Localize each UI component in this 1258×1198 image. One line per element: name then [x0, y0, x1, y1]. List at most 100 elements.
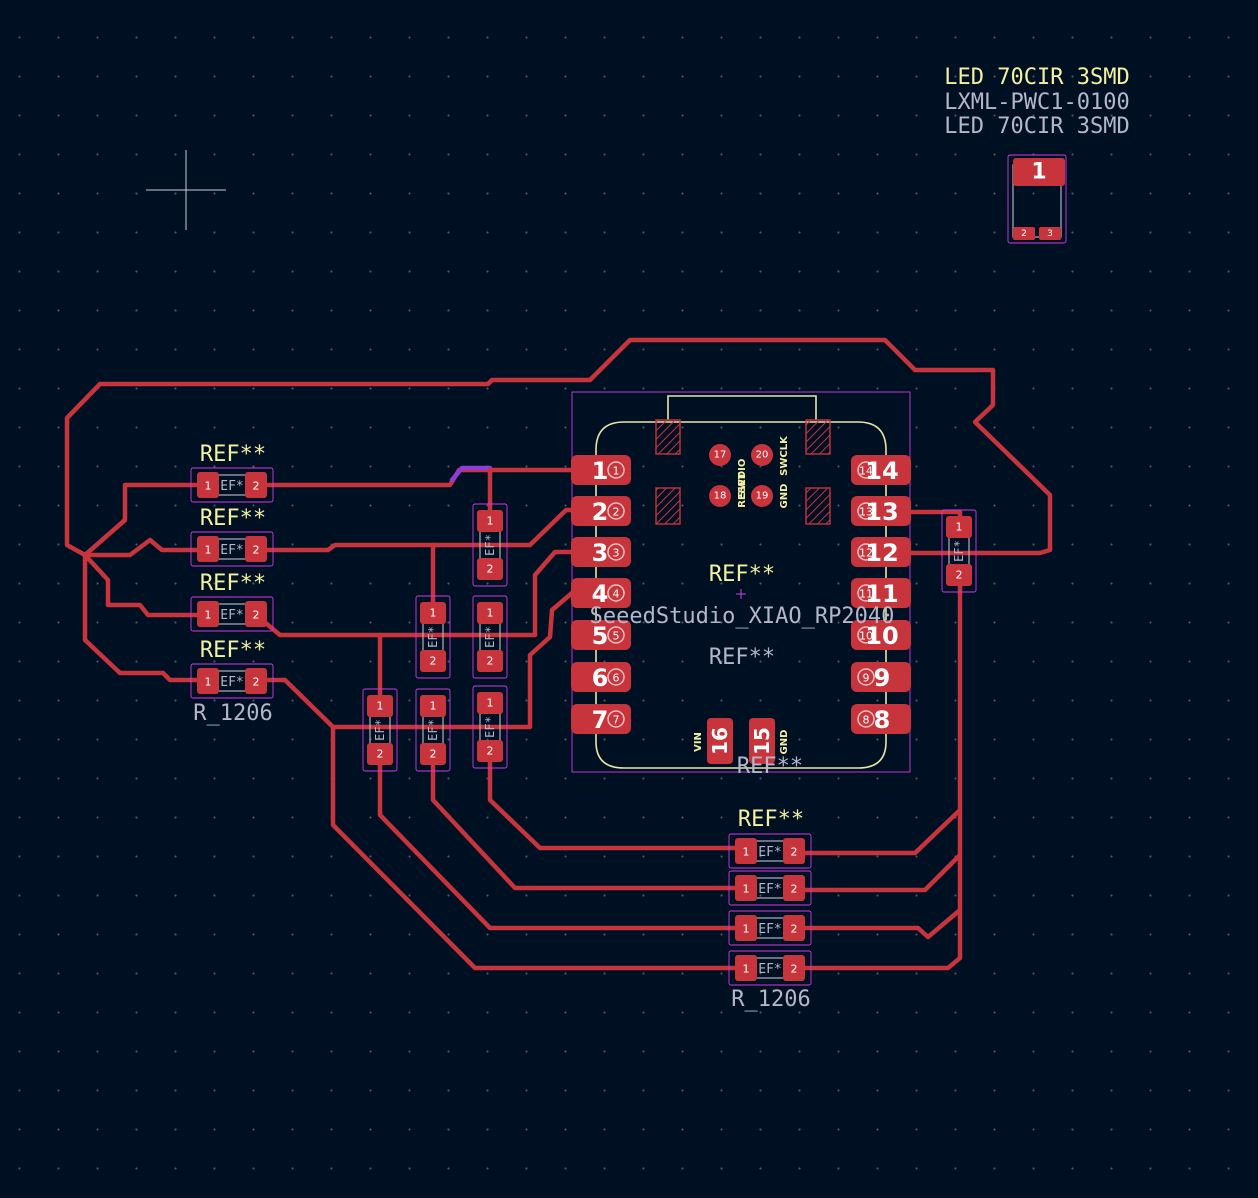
trace-bottom-4[interactable] — [330, 724, 748, 971]
xiao-pin-4-hole-label: 4 — [613, 588, 620, 601]
left-resistor-2-pad-1[interactable] — [197, 536, 219, 562]
xiao-pin-8-hole — [857, 710, 875, 728]
bottom-resistor-1-pad-1[interactable] — [735, 838, 757, 864]
mid-resistor-1-pad-1-label: 1 — [487, 515, 494, 528]
bottom-resistor-2-pad-1[interactable] — [735, 875, 757, 901]
bottom-resistor-4-pad-1[interactable] — [735, 955, 757, 981]
bottom-resistor-3-pad-1-label: 1 — [743, 923, 750, 936]
swd-pads[interactable]: 17 20 18 19 SWDIO SWCLK RESET GND — [709, 435, 790, 509]
left-resistor-3-pad-2[interactable] — [245, 601, 267, 627]
trace-r4-pin4[interactable] — [253, 590, 603, 730]
xiao-pin-16[interactable] — [707, 718, 733, 764]
mid-resistor-6-pad-2[interactable] — [367, 743, 393, 765]
right-resistor-1-pad-2[interactable] — [946, 564, 972, 586]
left-resistor-2-pad-2[interactable] — [245, 536, 267, 562]
trace-fan-2[interactable] — [82, 537, 210, 558]
trace-right-1[interactable] — [792, 807, 963, 856]
bottom-resistor-3-overlay-ref: EF* — [758, 922, 781, 937]
mid-resistor-3-pad-1[interactable] — [420, 602, 446, 624]
led-pad-2[interactable] — [1013, 227, 1035, 240]
bottom-resistor-2-pad-2[interactable] — [783, 875, 805, 901]
xiao-pin-6-hole — [607, 668, 625, 686]
left-resistor-1-pad-2-label: 2 — [253, 480, 260, 493]
mid-resistor-1-pad-1[interactable] — [477, 510, 503, 532]
mid-resistor-5-pad-2[interactable] — [420, 743, 446, 765]
led-footprint[interactable]: LED 70CIR 3SMD LXML-PWC1-0100 LED 70CIR … — [944, 65, 1130, 244]
bottom-resistor-3-pad-1[interactable] — [735, 915, 757, 941]
trace-bottom-2[interactable] — [430, 752, 748, 891]
bottom-resistor-1-pad-2[interactable] — [783, 838, 805, 864]
trace-right-3[interactable] — [792, 907, 963, 940]
trace-selected-segment[interactable] — [449, 465, 493, 483]
copper-traces[interactable] — [64, 337, 1053, 971]
left-resistor-4-pad-1[interactable] — [197, 668, 219, 694]
mid-resistor-4-pad-1[interactable] — [477, 692, 503, 714]
left-resistor-1-pad-1[interactable] — [197, 472, 219, 498]
mid-resistor-2-pad-2-label: 2 — [487, 655, 494, 668]
trace-right-4[interactable] — [792, 577, 963, 971]
xiao-pin-5-label: 5 — [592, 622, 609, 650]
bottom-resistor-1[interactable]: 1 2 EF* — [728, 833, 812, 869]
trace-r2-pin2[interactable] — [253, 507, 603, 553]
bottom-resistor-3-pad-2[interactable] — [783, 915, 805, 941]
trace-fan-4[interactable] — [82, 552, 210, 683]
right-resistor-1-pad-1[interactable] — [946, 516, 972, 538]
trace-fan-1[interactable] — [82, 482, 210, 558]
trace-r3-pin3[interactable] — [253, 549, 603, 638]
mid-resistor-2-pad-1[interactable] — [477, 602, 503, 624]
left-resistor-value: R_1206 — [193, 701, 272, 726]
xiao-pin-10-hole-label: 10 — [859, 630, 873, 643]
left-resistor-3-pad-1[interactable] — [197, 601, 219, 627]
mid-resistor-3-pad-2[interactable] — [420, 650, 446, 672]
bottom-resistor-1-pad-1-label: 1 — [743, 846, 750, 859]
xiao-pin-15[interactable] — [749, 718, 775, 764]
left-resistor-3-overlay-ref: EF* — [220, 608, 243, 623]
trace-bottom-1[interactable] — [487, 752, 748, 851]
left-resistor-4-pad-2[interactable] — [245, 668, 267, 694]
led-pad-1[interactable] — [1013, 158, 1065, 186]
left-resistor-2-reference: REF** — [200, 506, 266, 531]
trace-bottom-3[interactable] — [377, 752, 748, 931]
trace-fan-3[interactable] — [82, 552, 210, 618]
trace-right-2[interactable] — [792, 852, 963, 893]
bottom-resistor-1-pad-2-label: 2 — [791, 846, 798, 859]
bottom-resistor-4-pad-2[interactable] — [783, 955, 805, 981]
left-resistor-1-pad-2[interactable] — [245, 472, 267, 498]
mid-resistor-2-pad-2[interactable] — [477, 650, 503, 672]
xiao-reference: REF** — [709, 562, 775, 587]
left-resistor-1-reference: REF** — [200, 442, 266, 467]
mid-resistor-1-pad-2-label: 2 — [487, 563, 494, 576]
led-pad-3[interactable] — [1039, 227, 1061, 240]
mid-resistor-5-pad-1[interactable] — [420, 695, 446, 717]
bottom-resistor-1-overlay-ref: EF* — [758, 845, 781, 860]
trace-r1-pin1[interactable] — [253, 467, 603, 488]
mid-resistor-6-pad-1[interactable] — [367, 695, 393, 717]
mid-resistor-4-pad-2[interactable] — [477, 740, 503, 762]
mid-resistor-1-pad-2[interactable] — [477, 558, 503, 580]
xiao-pin-2-hole-label: 2 — [613, 506, 620, 519]
xiao-bottom-pins[interactable]: 16 15 VIN GND — [693, 718, 790, 764]
trace-outer-loop[interactable] — [64, 337, 1053, 558]
